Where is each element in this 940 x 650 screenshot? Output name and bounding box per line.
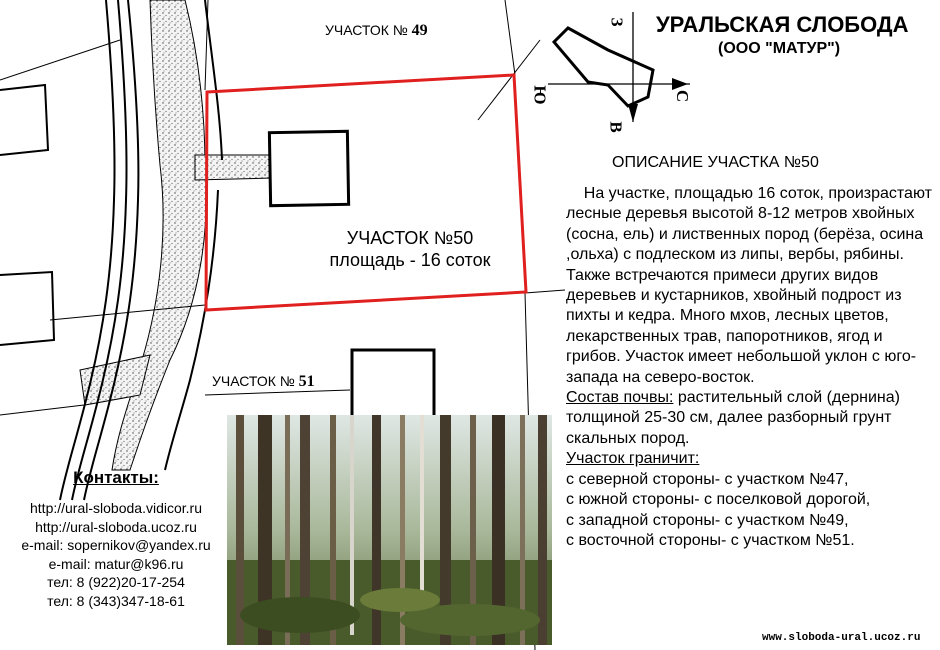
borders-label: Участок граничит: xyxy=(566,450,700,468)
compass-west-label: З xyxy=(607,17,627,27)
footer-website[interactable]: www.sloboda-ural.ucoz.ru xyxy=(762,632,921,644)
compass-south-label: Ю xyxy=(530,85,550,105)
house-plot-50 xyxy=(267,129,351,208)
road-line xyxy=(59,0,116,501)
plot-boundary-line xyxy=(204,0,209,91)
border-item: с южной стороны- с поселковой дорогой, xyxy=(566,491,871,509)
contacts-block: Контакты: http://ural-sloboda.vidicor.ru… xyxy=(0,468,232,611)
plot-50-boundary xyxy=(204,73,528,312)
leader-line xyxy=(477,39,541,121)
contact-link[interactable]: http://ural-sloboda.ucoz.ru xyxy=(35,518,197,535)
soil-label: Состав почвы: xyxy=(566,389,674,407)
road-line xyxy=(83,0,140,501)
plot-50-area: площадь - 16 соток xyxy=(329,250,491,270)
main-road xyxy=(111,0,207,471)
contact-phone: тел: 8 (922)20-17-254 xyxy=(47,574,185,591)
border-item: с северной стороны- с участком №47, xyxy=(566,470,849,488)
plot-51-label: УЧАСТОК № 51 xyxy=(212,373,315,391)
soil-text: растительный слой (дернина) толщиной 25-… xyxy=(566,389,900,447)
plot-boundary-line xyxy=(204,389,351,396)
page-subtitle: (ООО "МАТУР") xyxy=(718,40,841,57)
road-line xyxy=(164,189,219,471)
border-item: с западной стороны- с участком №49, xyxy=(566,511,849,529)
compass-arrow-head xyxy=(628,104,638,122)
soil-paragraph: Состав почвы: растительный слой (дернина… xyxy=(566,388,934,449)
contact-link[interactable]: http://ural-sloboda.vidicor.ru xyxy=(30,500,202,516)
contact-email[interactable]: e-mail: matur@k96.ru xyxy=(48,555,184,572)
compass-east-label: В xyxy=(606,121,626,133)
description-heading: ОПИСАНИЕ УЧАСТКА №50 xyxy=(612,154,819,171)
plot-49-prefix: УЧАСТОК № xyxy=(325,22,412,38)
contacts-heading: Контакты: xyxy=(73,468,159,487)
plot-49-label: УЧАСТОК № 49 xyxy=(325,22,428,40)
road-line xyxy=(71,0,128,501)
plot-50-title: УЧАСТОК №50 xyxy=(346,228,474,248)
plot-49-number: 49 xyxy=(411,22,428,39)
plot-boundary-line xyxy=(0,404,85,416)
compass-rose-shape xyxy=(551,26,655,108)
house-outline xyxy=(0,270,56,346)
contact-phone: тел: 8 (343)347-18-61 xyxy=(47,592,185,609)
house-outline xyxy=(0,83,50,156)
forest-photo-trees xyxy=(236,415,547,645)
description-text: На участке, площадью 16 соток, произраст… xyxy=(566,185,937,386)
plot-boundary-line xyxy=(524,289,566,294)
plot-51-number: 51 xyxy=(298,373,315,390)
plot-boundary-line xyxy=(0,39,121,81)
page-title: УРАЛЬСКАЯ СЛОБОДА xyxy=(656,12,909,37)
plot-boundary-line xyxy=(504,0,516,76)
plot-50-label: УЧАСТОК №50 площадь - 16 соток xyxy=(300,227,520,271)
compass-arrow-head xyxy=(672,78,688,90)
plot-51-prefix: УЧАСТОК № xyxy=(212,373,299,389)
description-block: На участке, площадью 16 соток, произраст… xyxy=(566,184,934,551)
border-item: с восточной стороны- с участком №51. xyxy=(566,531,855,549)
compass-north-label: С xyxy=(673,89,693,103)
plot-boundary-line xyxy=(49,304,206,321)
contact-email[interactable]: e-mail: sopernikov@yandex.ru xyxy=(21,537,211,554)
